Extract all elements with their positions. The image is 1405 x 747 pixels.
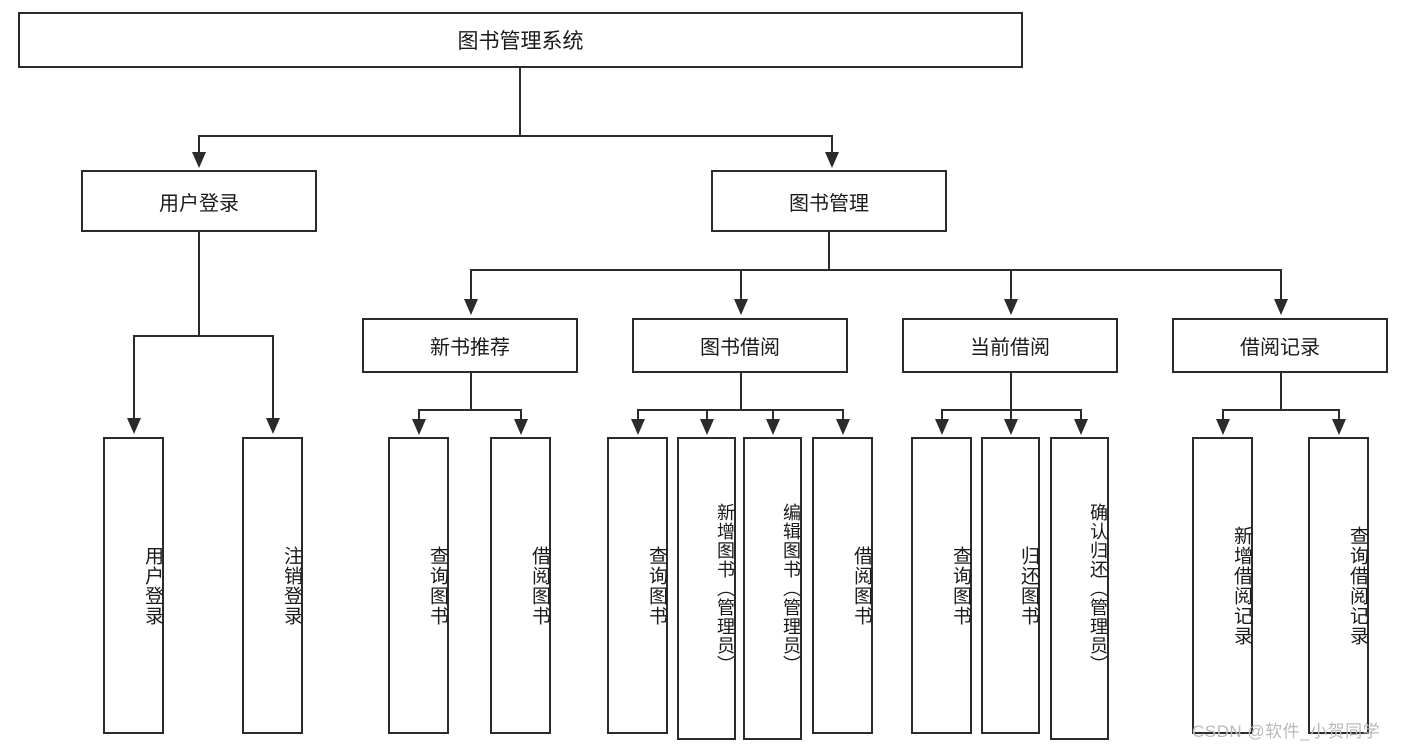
arrowhead-book-borrow <box>734 299 748 315</box>
edge-borrow-record-to-leaf-2 <box>1338 409 1340 422</box>
leaf-new-book-query-book-label: 查询图书 <box>427 545 448 626</box>
leaf-book-borrow-add-book-admin-label: 新增图书（管理员） <box>715 503 735 674</box>
csdn-watermark-text: CSDN @软件_小贺同学 <box>1192 722 1381 741</box>
edge-book-borrow-to-leaf-2 <box>706 409 708 422</box>
leaf-user-login-login-label: 用户登录 <box>142 545 163 626</box>
node-user-login-label: 用户登录 <box>159 192 239 215</box>
leaf-borrow-record-add-record[interactable]: 新增借阅记录 <box>1192 437 1253 734</box>
edge-current-borrow-to-leaf-1 <box>941 409 943 422</box>
edge-book-mgmt-bus <box>470 269 1281 271</box>
leaf-book-borrow-query-book-label: 查询图书 <box>646 545 667 626</box>
arrowhead-new-book-recommend <box>464 299 478 315</box>
leaf-borrow-record-add-record-label: 新增借阅记录 <box>1231 525 1252 646</box>
leaf-book-borrow-borrow-book-label: 借阅图书 <box>851 545 872 626</box>
edge-book-borrow-to-leaf-3 <box>772 409 774 422</box>
leaf-book-borrow-borrow-book[interactable]: 借阅图书 <box>812 437 873 734</box>
edge-book-borrow-to-leaf-1 <box>637 409 639 422</box>
leaf-new-book-borrow-book-label: 借阅图书 <box>529 545 550 626</box>
edge-user-login-to-leaf-1 <box>133 335 135 420</box>
node-current-borrow[interactable]: 当前借阅 <box>902 318 1118 373</box>
node-book-borrow[interactable]: 图书借阅 <box>632 318 848 373</box>
edge-book-mgmt-to-borrow-record <box>1280 269 1282 301</box>
edge-current-borrow-stem <box>1010 373 1012 409</box>
leaf-book-borrow-edit-book-admin-label: 编辑图书（管理员） <box>781 503 801 674</box>
node-borrow-record[interactable]: 借阅记录 <box>1172 318 1388 373</box>
arrowhead-current-borrow-leaf-2 <box>1004 419 1018 435</box>
leaf-user-login-logout[interactable]: 注销登录 <box>242 437 303 734</box>
edge-root-stem <box>519 68 521 135</box>
arrowhead-current-borrow-leaf-3 <box>1074 419 1088 435</box>
edge-user-login-stem <box>198 232 200 335</box>
edge-borrow-record-stem <box>1280 373 1282 409</box>
leaf-book-borrow-edit-book-admin[interactable]: 编辑图书（管理员） <box>743 437 802 740</box>
node-root-system[interactable]: 图书管理系统 <box>18 12 1023 68</box>
node-book-borrow-label: 图书借阅 <box>700 337 780 359</box>
edge-book-mgmt-to-book-borrow <box>740 269 742 301</box>
node-root-system-label: 图书管理系统 <box>457 30 584 53</box>
edge-current-borrow-to-leaf-3 <box>1080 409 1082 422</box>
edge-root-to-user-login <box>198 135 200 156</box>
arrowhead-user-login-leaf-2 <box>266 418 280 434</box>
arrowhead-new-book-leaf-2 <box>514 419 528 435</box>
edge-book-borrow-bus <box>637 409 844 411</box>
arrowhead-book-borrow-leaf-3 <box>766 419 780 435</box>
arrowhead-current-borrow <box>1004 299 1018 315</box>
leaf-current-borrow-return-book[interactable]: 归还图书 <box>981 437 1040 734</box>
leaf-book-borrow-add-book-admin[interactable]: 新增图书（管理员） <box>677 437 736 740</box>
arrowhead-new-book-leaf-1 <box>412 419 426 435</box>
edge-book-mgmt-stem <box>828 232 830 269</box>
leaf-current-borrow-return-book-label: 归还图书 <box>1018 545 1039 626</box>
leaf-book-borrow-query-book[interactable]: 查询图书 <box>607 437 668 734</box>
leaf-user-login-logout-label: 注销登录 <box>281 545 302 626</box>
edge-new-book-to-leaf-1 <box>418 409 420 422</box>
edge-new-book-to-leaf-2 <box>520 409 522 422</box>
leaf-borrow-record-query-record[interactable]: 查询借阅记录 <box>1308 437 1369 734</box>
arrowhead-borrow-record <box>1274 299 1288 315</box>
node-book-management[interactable]: 图书管理 <box>711 170 947 232</box>
csdn-watermark: CSDN @软件_小贺同学 <box>1192 717 1380 742</box>
edge-new-book-bus <box>418 409 522 411</box>
edge-book-mgmt-to-current-borrow <box>1010 269 1012 301</box>
edge-current-borrow-to-leaf-2 <box>1010 409 1012 422</box>
arrowhead-borrow-record-leaf-2 <box>1332 419 1346 435</box>
arrowhead-book-borrow-leaf-4 <box>836 419 850 435</box>
leaf-new-book-borrow-book[interactable]: 借阅图书 <box>490 437 551 734</box>
edge-borrow-record-bus <box>1222 409 1340 411</box>
leaf-current-borrow-query-book-label: 查询图书 <box>950 545 971 626</box>
edge-root-to-book-mgmt <box>831 135 833 156</box>
node-new-book-recommend-label: 新书推荐 <box>430 337 510 359</box>
leaf-borrow-record-query-record-label: 查询借阅记录 <box>1347 525 1368 646</box>
edge-book-borrow-stem <box>740 373 742 409</box>
edge-user-login-to-leaf-2 <box>272 335 274 420</box>
arrowhead-borrow-record-leaf-1 <box>1216 419 1230 435</box>
node-current-borrow-label: 当前借阅 <box>970 337 1050 359</box>
leaf-user-login-login[interactable]: 用户登录 <box>103 437 164 734</box>
arrowhead-user-login-leaf-1 <box>127 418 141 434</box>
arrowhead-book-mgmt <box>825 152 839 168</box>
node-borrow-record-label: 借阅记录 <box>1240 337 1320 359</box>
edge-borrow-record-to-leaf-1 <box>1222 409 1224 422</box>
edge-user-login-bus <box>133 335 274 337</box>
leaf-current-borrow-query-book[interactable]: 查询图书 <box>911 437 972 734</box>
arrowhead-user-login <box>192 152 206 168</box>
leaf-current-borrow-confirm-return-admin-label: 确认归还（管理员） <box>1088 503 1108 674</box>
edge-new-book-stem <box>470 373 472 409</box>
leaf-new-book-query-book[interactable]: 查询图书 <box>388 437 449 734</box>
node-book-management-label: 图书管理 <box>789 192 869 215</box>
arrowhead-book-borrow-leaf-1 <box>631 419 645 435</box>
edge-book-borrow-to-leaf-4 <box>842 409 844 422</box>
arrowhead-book-borrow-leaf-2 <box>700 419 714 435</box>
arrowhead-current-borrow-leaf-1 <box>935 419 949 435</box>
leaf-current-borrow-confirm-return-admin[interactable]: 确认归还（管理员） <box>1050 437 1109 740</box>
edge-book-mgmt-to-new-book <box>470 269 472 301</box>
edge-root-bus <box>198 135 832 137</box>
node-new-book-recommend[interactable]: 新书推荐 <box>362 318 578 373</box>
node-user-login[interactable]: 用户登录 <box>81 170 317 232</box>
